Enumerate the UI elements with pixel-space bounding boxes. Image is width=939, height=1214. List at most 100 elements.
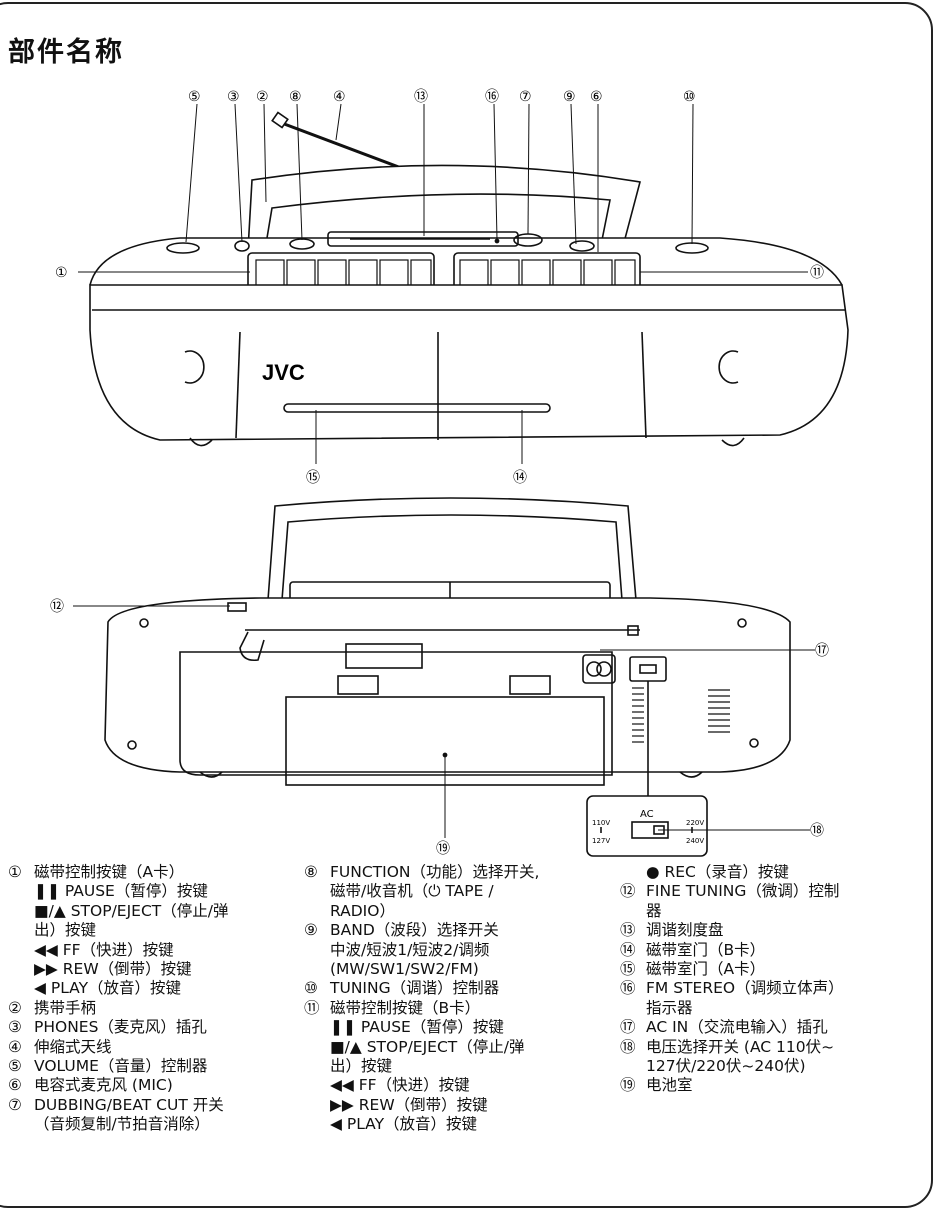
legend-text: 磁带控制按键（A卡） xyxy=(34,863,185,881)
legend-column-2: ⑧ FUNCTION（功能）选择开关,磁带/收音机（⏻ TAPE /RADIO） ⑨… xyxy=(304,863,539,1135)
callout-1: ① xyxy=(55,265,68,281)
selector-110v: 110V xyxy=(592,819,610,827)
legend-item: ⑫ FINE TUNING（微调）控制 xyxy=(620,882,844,901)
legend-number: ⑲ xyxy=(620,1076,636,1095)
legend-text: 127伏/220伏~240伏) xyxy=(646,1057,806,1076)
legend-item: ⑤ VOLUME（音量）控制器 xyxy=(8,1057,228,1076)
callout-18: ⑱ xyxy=(810,823,824,839)
legend-text: FUNCTION（功能）选择开关, xyxy=(330,863,540,881)
legend-item: ◀◀ FF（快进）按键 xyxy=(304,1076,539,1095)
callout-12: ⑫ xyxy=(50,599,64,615)
legend-item: 中波/短波1/短波2/调频 xyxy=(304,941,539,960)
legend-text: 电容式麦克风 (MIC) xyxy=(34,1076,173,1095)
callout-15: ⑮ xyxy=(306,470,320,486)
callout-19: ⑲ xyxy=(436,841,450,857)
callout-10: ⑩ xyxy=(683,89,696,105)
legend-number: ⑨ xyxy=(304,921,318,940)
selector-127v: 127V xyxy=(592,837,610,845)
legend-text: 磁带/收音机（⏻ TAPE / xyxy=(330,882,494,901)
legend-text: RADIO） xyxy=(330,901,395,920)
legend-item: ⑭ 磁带室门（B卡） xyxy=(620,941,844,960)
legend-text: 出）按键 xyxy=(330,1057,393,1076)
legend-number: ⑪ xyxy=(304,998,320,1017)
callout-17: ⑰ xyxy=(815,643,829,659)
legend-text: ▶▶ REW（倒带）按键 xyxy=(34,960,192,979)
legend-text: 电压选择开关 (AC 110伏~ xyxy=(646,1037,835,1056)
legend-text: ■/▲ STOP/EJECT（停止/弹 xyxy=(34,901,229,920)
legend-number: ⑰ xyxy=(620,1018,636,1037)
legend-text: VOLUME（音量）控制器 xyxy=(34,1057,208,1076)
legend-text: (MW/SW1/SW2/FM) xyxy=(330,960,479,979)
legend-text: BAND（波段）选择开关 xyxy=(330,921,499,940)
legend-number: ⑧ xyxy=(304,863,318,881)
callout-2: ② xyxy=(256,89,269,105)
legend-item: 出）按键 xyxy=(8,921,228,940)
legend-text: ◀◀ FF（快进）按键 xyxy=(330,1076,470,1095)
legend-text: ❚❚ PAUSE（暂停）按键 xyxy=(34,882,208,901)
legend-number: ⑩ xyxy=(304,979,318,998)
legend-text: PHONES（麦克风）插孔 xyxy=(34,1018,207,1037)
legend-item: RADIO） xyxy=(304,902,539,921)
legend-text: 磁带室门（B卡） xyxy=(646,940,766,959)
selector-240v: 240V xyxy=(686,837,704,845)
legend-number: ⑫ xyxy=(620,882,636,901)
legend-number: ① xyxy=(8,863,22,881)
legend-number: ⑱ xyxy=(620,1037,636,1056)
legend-item: ③ PHONES（麦克风）插孔 xyxy=(8,1018,228,1037)
legend-number: ② xyxy=(8,998,22,1017)
legend-item: ⑧ FUNCTION（功能）选择开关, xyxy=(304,863,539,882)
legend-item: ⑰ AC IN（交流电输入）插孔 xyxy=(620,1018,844,1037)
legend-text: FINE TUNING（微调）控制 xyxy=(646,882,840,901)
legend-number: ⑭ xyxy=(620,940,636,959)
legend-text: ◀ PLAY（放音）按键 xyxy=(330,1115,478,1134)
callout-5: ⑤ xyxy=(188,89,201,105)
legend-item: ◀ PLAY（放音）按键 xyxy=(8,979,228,998)
legend-text: ▶▶ REW（倒带）按键 xyxy=(330,1095,488,1114)
legend-item: （音频复制/节拍音消除） xyxy=(8,1115,228,1134)
legend-number: ⑯ xyxy=(620,979,636,998)
callout-16: ⑯ xyxy=(485,89,499,105)
page-title: 部件名称 xyxy=(8,37,124,68)
legend-text: 器 xyxy=(646,901,662,920)
legend-item: ■/▲ STOP/EJECT（停止/弹 xyxy=(304,1038,539,1057)
legend-text: ■/▲ STOP/EJECT（停止/弹 xyxy=(330,1037,525,1056)
legend-text: FM STEREO（调频立体声） xyxy=(646,979,844,998)
legend-text: 调谐刻度盘 xyxy=(646,921,724,940)
legend-text: 指示器 xyxy=(646,998,693,1017)
front-view-illustration: JVC ⑤ ③ ② ⑧ ④ ⑬ ⑯ ⑦ ⑨ ⑥ ⑩ ① ⑪ ⑮ ⑭ xyxy=(55,89,849,486)
brand-logo: JVC xyxy=(262,360,305,385)
legend-number: ⑦ xyxy=(8,1095,22,1114)
legend-item: ⑯ FM STEREO（调频立体声） xyxy=(620,979,844,998)
legend-text: ❚❚ PAUSE（暂停）按键 xyxy=(330,1018,504,1037)
legend-text: AC IN（交流电输入）插孔 xyxy=(646,1018,828,1037)
legend-item: ⑩ TUNING（调谐）控制器 xyxy=(304,979,539,998)
legend-item: 磁带/收音机（⏻ TAPE / xyxy=(304,882,539,901)
legend-number: ⑤ xyxy=(8,1057,22,1076)
legend-number: ⑮ xyxy=(620,960,636,979)
legend-column-1: ① 磁带控制按键（A卡）❚❚ PAUSE（暂停）按键■/▲ STOP/EJECT（… xyxy=(8,863,228,1135)
legend-text: ◀◀ FF（快进）按键 xyxy=(34,940,174,959)
legend-text: ● REC（录音）按键 xyxy=(646,863,789,881)
selector-title: AC xyxy=(640,809,654,820)
legend-item: ◀ PLAY（放音）按键 xyxy=(304,1115,539,1134)
callout-4: ④ xyxy=(333,89,346,105)
legend-item: ▶▶ REW（倒带）按键 xyxy=(304,1096,539,1115)
legend-item: ❚❚ PAUSE（暂停）按键 xyxy=(304,1018,539,1037)
legend-text: （音频复制/节拍音消除） xyxy=(34,1115,210,1134)
callout-8: ⑧ xyxy=(289,89,302,105)
legend-text: TUNING（调谐）控制器 xyxy=(330,979,500,998)
legend-item: ① 磁带控制按键（A卡） xyxy=(8,863,228,882)
legend-number: ③ xyxy=(8,1018,22,1037)
callout-3: ③ xyxy=(227,89,240,105)
legend-text: DUBBING/BEAT CUT 开关 xyxy=(34,1095,224,1114)
callout-14: ⑭ xyxy=(513,470,527,486)
legend-item: ■/▲ STOP/EJECT（停止/弹 xyxy=(8,902,228,921)
selector-220v: 220V xyxy=(686,819,704,827)
